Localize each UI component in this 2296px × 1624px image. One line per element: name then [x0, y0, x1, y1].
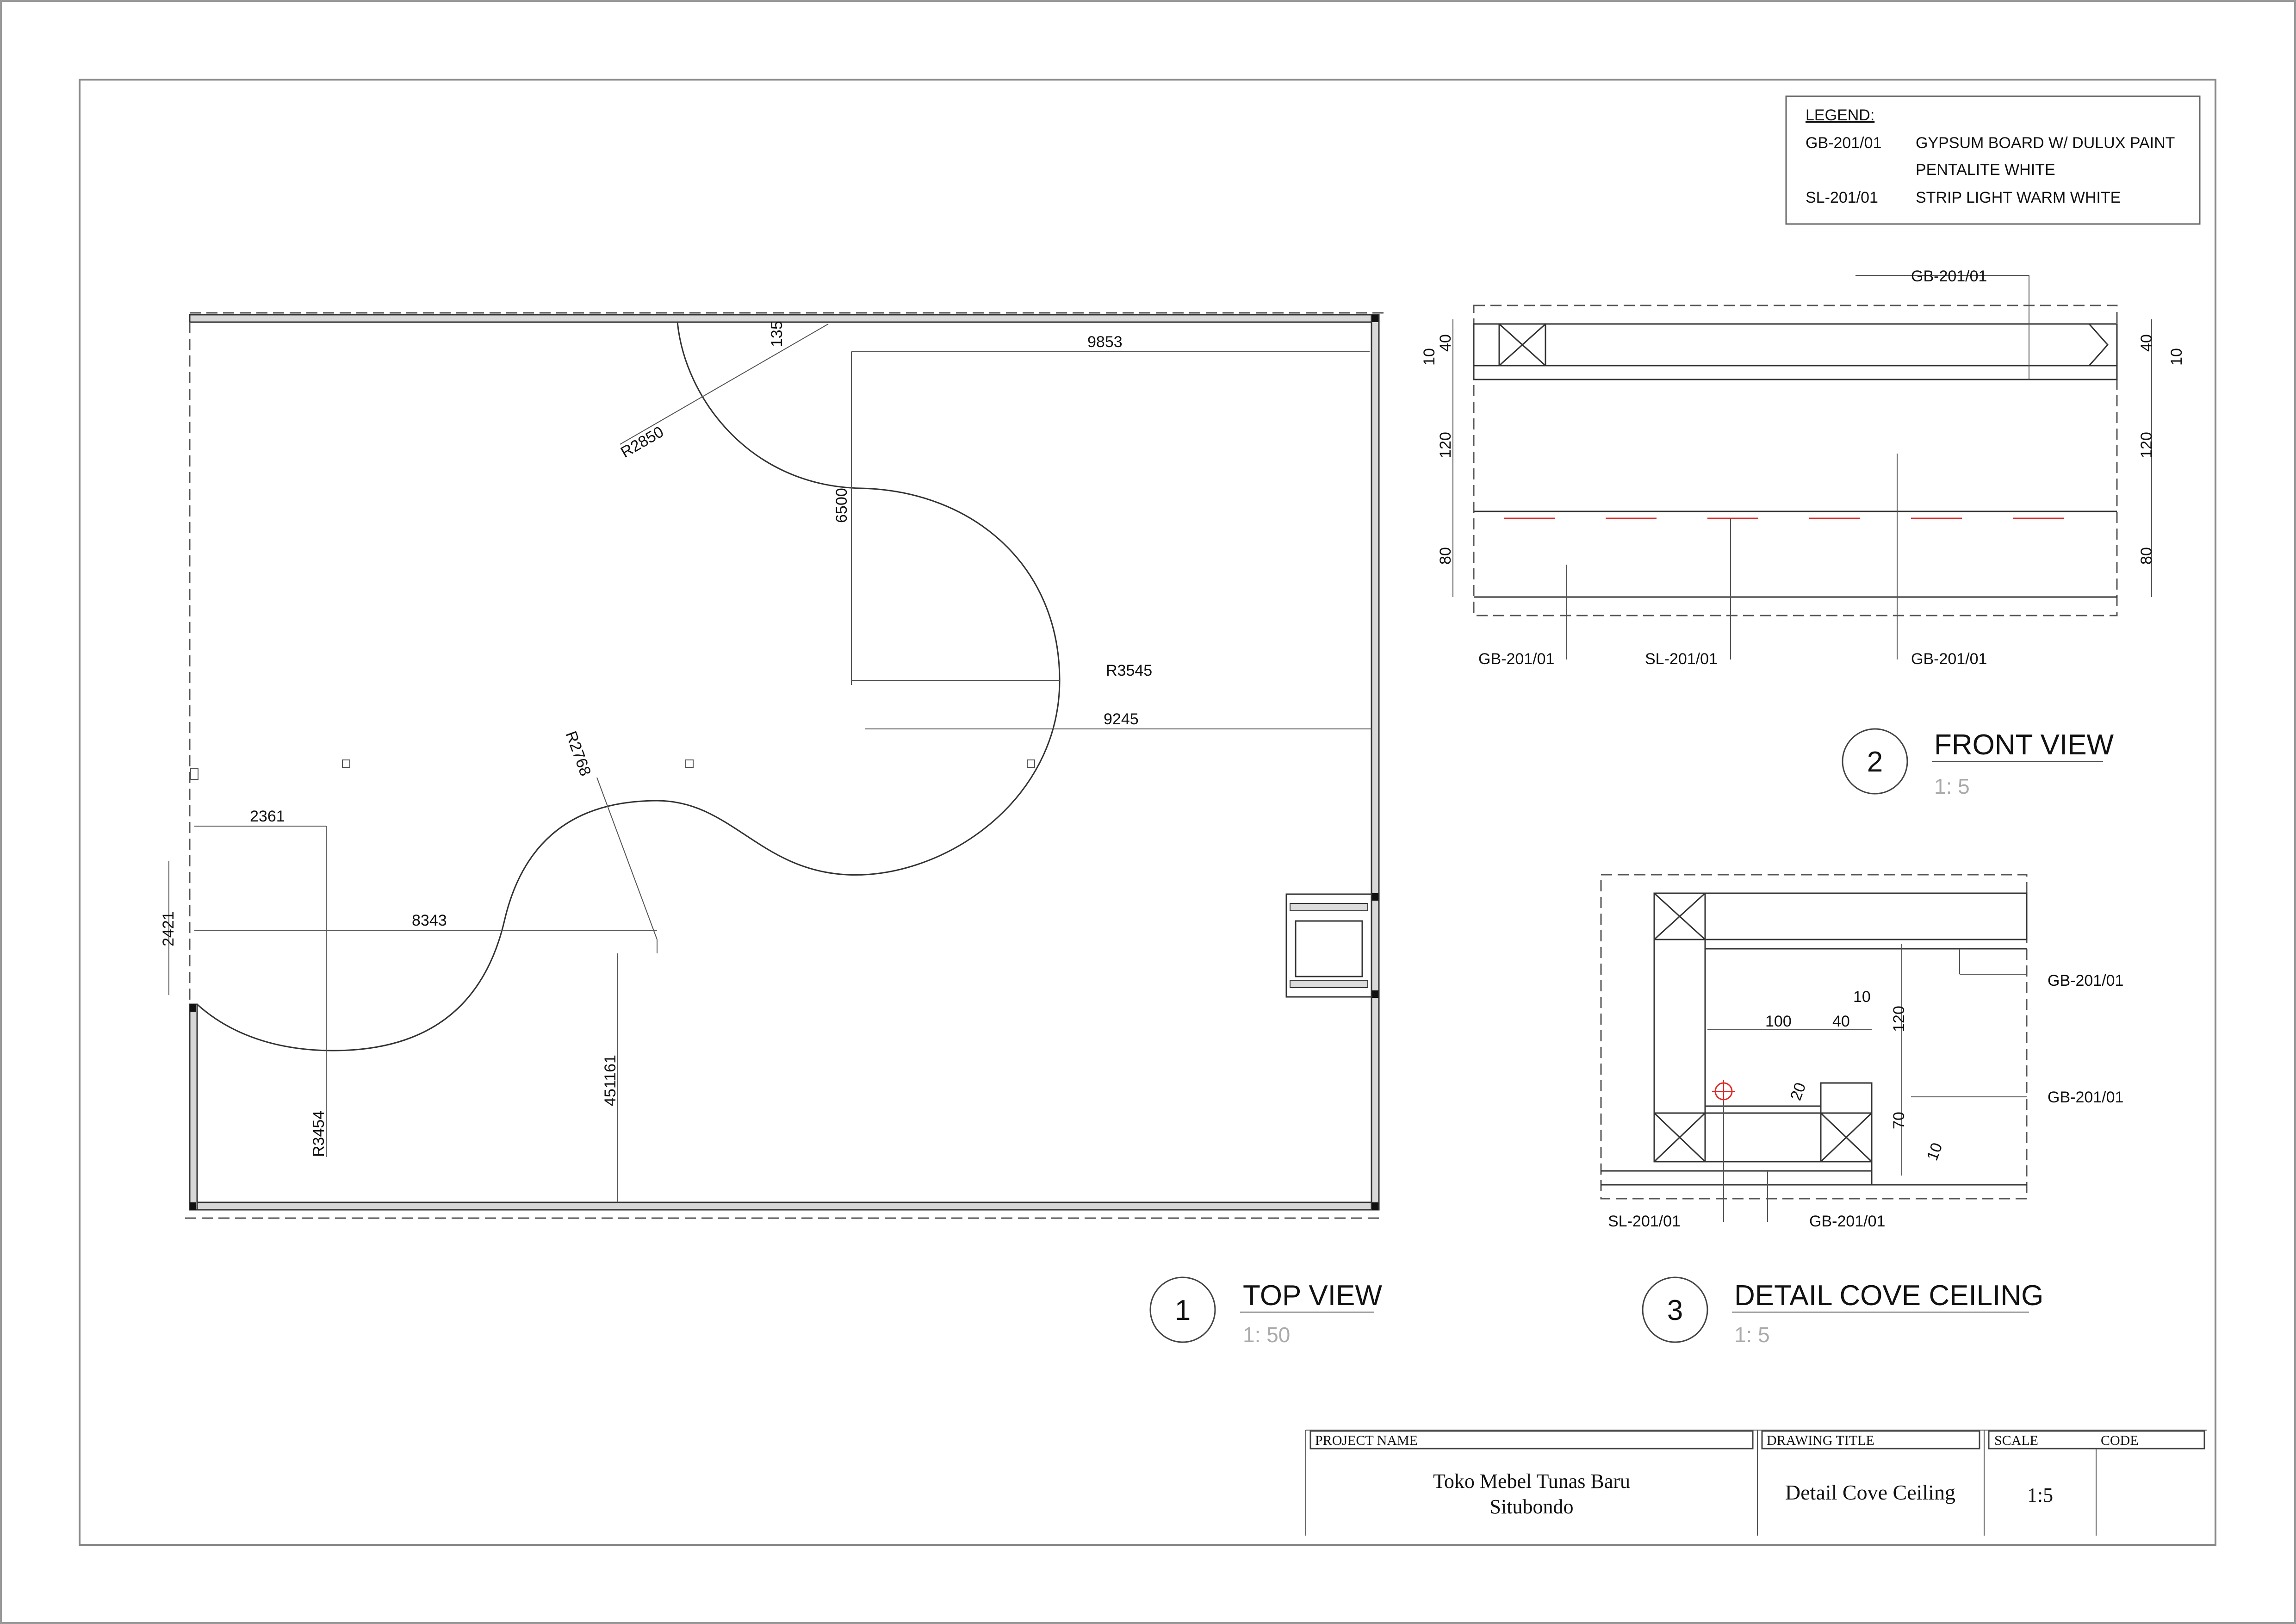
drawing-title-value: Detail Cove Ceiling [1785, 1481, 1955, 1504]
cove-outline [196, 322, 1061, 1052]
project-line-1: Toko Mebel Tunas Baru [1433, 1470, 1630, 1493]
fv-dim-80-right: 80 [2138, 547, 2155, 565]
dc-dim-120: 120 [1890, 1006, 1908, 1032]
top-view-title-text: TOP VIEW [1243, 1280, 1382, 1312]
fv-label-bottom-mid: SL-201/01 [1645, 650, 1718, 668]
front-view-title-text: FRONT VIEW [1934, 729, 2114, 761]
fv-label-bottom-left: GB-201/01 [1478, 650, 1554, 668]
dc-label-right-1: GB-201/01 [2048, 972, 2123, 989]
fv-dim-120-right: 120 [2138, 432, 2155, 458]
detail-view: 100 40 10 120 20 70 10 GB-201/01 GB-201/… [1600, 874, 2123, 1230]
fv-dim-120-left: 120 [1437, 432, 1454, 458]
detail-view-title-text: DETAIL COVE CEILING [1734, 1280, 2043, 1312]
detail-view-scale: 1: 5 [1734, 1323, 1770, 1347]
dim-8343: 8343 [412, 912, 447, 929]
top-view-title: 1 TOP VIEW 1: 50 [1149, 1276, 1382, 1347]
code-label: CODE [2101, 1433, 2139, 1448]
dim-6500: 6500 [833, 488, 850, 523]
dc-dim-100: 100 [1765, 1013, 1792, 1030]
dim-r3545: R3545 [1106, 662, 1152, 679]
dim-9853: 9853 [1087, 333, 1123, 351]
dc-label-right-2: GB-201/01 [2048, 1089, 2123, 1106]
fv-dim-10-left: 10 [1421, 348, 1438, 366]
wall-left-lower [189, 1003, 198, 1211]
title-block: PROJECT NAME DRAWING TITLE SCALE CODE To… [1305, 1430, 2207, 1536]
dim-9245: 9245 [1104, 710, 1139, 728]
drawing-title-label: DRAWING TITLE [1767, 1433, 1874, 1448]
project-line-2: Situbondo [1490, 1495, 1574, 1518]
front-view-number: 2 [1867, 746, 1883, 778]
fv-dim-80-left: 80 [1437, 547, 1454, 565]
detail-view-number: 3 [1667, 1294, 1683, 1326]
legend-heading: LEGEND: [1806, 106, 1874, 124]
wall-right [1371, 314, 1380, 1211]
front-view-scale: 1: 5 [1934, 774, 1970, 798]
top-view-scale: 1: 50 [1243, 1323, 1290, 1347]
wall-bottom [189, 1201, 1380, 1211]
drawing-frame [79, 79, 2216, 1546]
dc-dim-40: 40 [1832, 1013, 1850, 1030]
project-name-label: PROJECT NAME [1315, 1433, 1418, 1448]
top-view-number: 1 [1175, 1294, 1191, 1326]
dc-dim-70: 70 [1890, 1112, 1908, 1129]
top-view-plan: 135 9853 R2850 6500 R3545 9245 R2768 236… [160, 312, 1384, 1219]
scale-label: SCALE [1994, 1433, 2038, 1448]
dim-135: 135 [768, 321, 786, 347]
fv-label-top: GB-201/01 [1911, 268, 1987, 285]
fv-label-bottom-right: GB-201/01 [1911, 650, 1987, 668]
dim-r2768: R2768 [562, 729, 594, 778]
front-view-title: 2 FRONT VIEW 1: 5 [1842, 728, 2114, 798]
legend-desc-1b: PENTALITE WHITE [1916, 161, 2055, 179]
fv-dim-40-left: 40 [1437, 334, 1454, 352]
fv-dim-40-right: 40 [2138, 334, 2155, 352]
dc-label-bottom-mid: GB-201/01 [1809, 1213, 1885, 1230]
dim-r3454: R3454 [310, 1111, 328, 1157]
detail-view-title: 3 DETAIL COVE CEILING 1: 5 [1642, 1276, 2043, 1347]
legend-desc-1a: GYPSUM BOARD W/ DULUX PAINT [1916, 134, 2175, 152]
dc-dim-10b: 10 [1924, 1140, 1946, 1163]
dim-2361: 2361 [250, 808, 285, 825]
dim-r2850: R2850 [618, 423, 667, 461]
legend-code-2: SL-201/01 [1806, 189, 1878, 206]
legend-code-1: GB-201/01 [1806, 134, 1881, 152]
dc-dim-20: 20 [1787, 1080, 1810, 1103]
fv-dim-10-right: 10 [2168, 348, 2185, 366]
column [1285, 893, 1372, 998]
legend-box: LEGEND: GB-201/01 GYPSUM BOARD W/ DULUX … [1785, 95, 2201, 225]
dc-label-bottom-left: SL-201/01 [1608, 1213, 1681, 1230]
dim-451161: 451161 [602, 1055, 619, 1106]
dim-2421: 2421 [160, 911, 177, 946]
dc-dim-10a: 10 [1853, 988, 1871, 1006]
scale-value: 1:5 [2027, 1484, 2053, 1506]
legend-desc-2a: STRIP LIGHT WARM WHITE [1916, 189, 2121, 206]
front-view: 10 40 120 80 40 10 120 80 GB-201/01 GB-2… [1421, 268, 2185, 668]
